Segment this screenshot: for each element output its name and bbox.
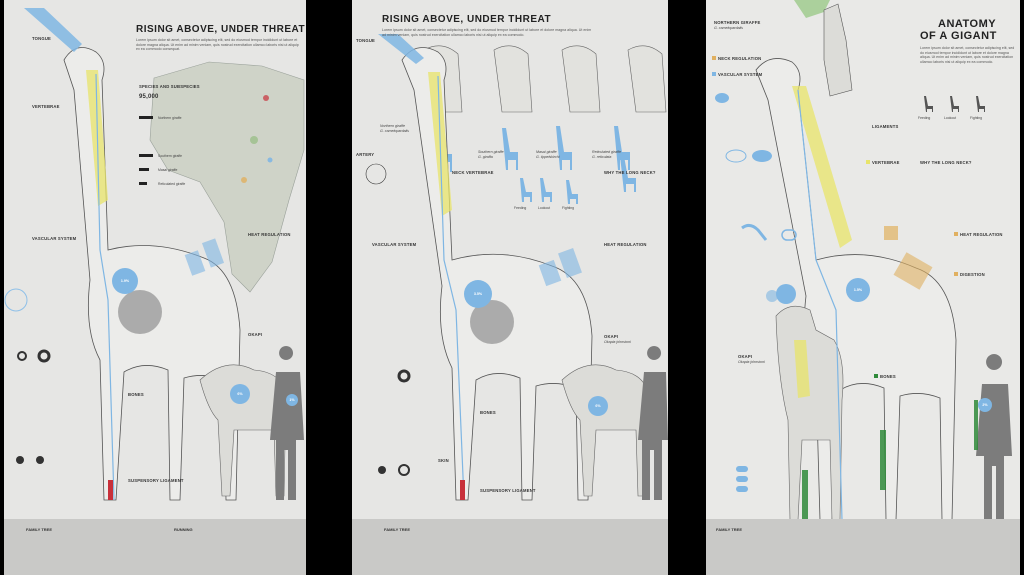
page-title: RISING ABOVE, UNDER THREAT bbox=[382, 14, 552, 25]
species-latin: G. camelopardalis bbox=[380, 129, 409, 133]
stomach-circle bbox=[118, 290, 162, 334]
label-why-long-neck: WHY THE LONG NECK? bbox=[920, 160, 972, 165]
page-title-line-2: OF A GIGANT bbox=[920, 30, 997, 42]
label-heat: HEAT REGULATION bbox=[248, 232, 291, 237]
intro-text: Lorem ipsum dolor sit amet, consectetur … bbox=[382, 28, 592, 37]
heart-stat-bubble: 3.5% bbox=[464, 280, 492, 308]
population-count: 95,000 bbox=[139, 94, 159, 100]
label-ligament: SUSPENSORY LIGAMENT bbox=[480, 488, 536, 493]
infographic-panel-3: ANATOMY OF A GIGANT Lorem ipsum dolor si… bbox=[706, 0, 1020, 575]
legend-item: Northern giraffe bbox=[158, 116, 182, 120]
label-okapi: OKAPI bbox=[604, 334, 619, 339]
ligament-highlight bbox=[108, 480, 113, 500]
label-heat: HEAT REGULATION bbox=[960, 232, 1003, 237]
species-name: NORTHERN GIRAFFE bbox=[714, 20, 761, 25]
heart-stat-bubble: 1.5% bbox=[846, 278, 870, 302]
label-okapi: OKAPI bbox=[738, 354, 753, 359]
label-running: RUNNING bbox=[174, 527, 193, 532]
label-ligaments: LIGAMENTS bbox=[872, 124, 899, 129]
species-name: Reticulated giraffe bbox=[592, 150, 621, 154]
artery-line bbox=[95, 73, 115, 501]
africa-map bbox=[149, 61, 305, 293]
label-ligament: SUSPENSORY LIGAMENT bbox=[128, 478, 184, 483]
heart-stat-bubble: 1.9% bbox=[112, 268, 138, 294]
label-why-long-neck: WHY THE LONG NECK? bbox=[604, 170, 656, 175]
human-silhouette bbox=[270, 346, 304, 500]
giraffe-outline bbox=[401, 47, 593, 501]
label-neck-vertebrae: NECK VERTEBRAE bbox=[452, 170, 494, 175]
label-family-tree: FAMILY TREE bbox=[384, 527, 411, 532]
label-bones: BONES bbox=[880, 374, 896, 379]
species-latin: G. reticulata bbox=[592, 155, 612, 159]
label-tongue: TONGUE bbox=[356, 38, 376, 43]
page-title-line-1: ANATOMY bbox=[938, 18, 997, 30]
page-title: RISING ABOVE, UNDER THREAT bbox=[136, 24, 306, 35]
okapi-latin: Okapia johnstoni bbox=[604, 340, 631, 344]
species-latin: G. giraffa bbox=[478, 155, 493, 159]
tongue-highlight bbox=[24, 8, 82, 52]
neck-use-label: Feeding bbox=[918, 116, 931, 120]
label-vertebrae: VERTEBRAE bbox=[872, 160, 900, 165]
okapi-outline bbox=[561, 364, 649, 497]
legend-item: Masai giraffe bbox=[158, 168, 178, 172]
infographic-panel-2: RISING ABOVE, UNDER THREAT Lorem ipsum d… bbox=[352, 0, 668, 575]
legend-item: Southern giraffe bbox=[158, 154, 183, 158]
neck-use-label: Lookout bbox=[538, 206, 551, 210]
label-bones: BONES bbox=[128, 392, 144, 397]
neck-use-label: Fighting bbox=[970, 116, 983, 120]
label-artery: ARTERY bbox=[356, 152, 375, 157]
legend-item: Reticulated giraffe bbox=[158, 182, 186, 186]
giraffe-illustration-1 bbox=[4, 8, 305, 501]
species-latin: G. tippelskirchi bbox=[536, 155, 560, 159]
label-digestion: DIGESTION bbox=[960, 272, 985, 277]
label-neck-regulation: NECK REGULATION bbox=[718, 56, 762, 61]
intro-text: Lorem ipsum dolor sit amet, consectetur … bbox=[920, 46, 1015, 64]
species-name: Masai giraffe bbox=[536, 150, 557, 154]
label-family-tree: FAMILY TREE bbox=[716, 527, 743, 532]
label-vertebrae: VERTEBRAE bbox=[32, 104, 60, 109]
neck-use-label: Fighting bbox=[562, 206, 575, 210]
okapi-latin: Okapia johnstoni bbox=[738, 360, 765, 364]
footer-family-tree: FAMILY TREE bbox=[706, 519, 1020, 575]
label-vascular: VASCULAR SYSTEM bbox=[718, 72, 763, 77]
label-family-tree: FAMILY TREE bbox=[26, 527, 53, 532]
species-name: Northern giraffe bbox=[380, 124, 405, 128]
giraffe-outline bbox=[63, 47, 241, 501]
label-bones: BONES bbox=[480, 410, 496, 415]
okapi-stat-bubble: 6% bbox=[230, 384, 250, 404]
label-okapi: OKAPI bbox=[248, 332, 263, 337]
label-heat: HEAT REGULATION bbox=[604, 242, 647, 247]
human-stat-bubble: 1% bbox=[286, 394, 298, 406]
human-silhouette bbox=[638, 346, 668, 500]
species-name: Southern giraffe bbox=[478, 150, 504, 154]
species-latin: G. camelopardalis bbox=[714, 26, 743, 30]
label-vascular: VASCULAR SYSTEM bbox=[372, 242, 417, 247]
neck-use-label: Feeding bbox=[514, 206, 527, 210]
label-tongue: TONGUE bbox=[32, 36, 52, 41]
footer-family-tree: FAMILY TREE RUNNING bbox=[4, 519, 306, 575]
giraffe-illustration-2 bbox=[365, 34, 668, 501]
infographic-panel-1: RISING ABOVE, UNDER THREAT Lorem ipsum d… bbox=[4, 0, 306, 575]
footer-family-tree: FAMILY TREE bbox=[352, 519, 668, 575]
neck-use-label: Lookout bbox=[944, 116, 957, 120]
intro-text: Lorem ipsum dolor sit amet, consectetur … bbox=[136, 38, 299, 52]
human-stat-bubble: 2% bbox=[978, 398, 992, 412]
label-species: SPECIES AND SUBSPECIES bbox=[139, 84, 200, 89]
okapi-stat-bubble: 6% bbox=[588, 396, 608, 416]
label-vascular: VASCULAR SYSTEM bbox=[32, 236, 77, 241]
label-skin: SKIN bbox=[438, 458, 449, 463]
